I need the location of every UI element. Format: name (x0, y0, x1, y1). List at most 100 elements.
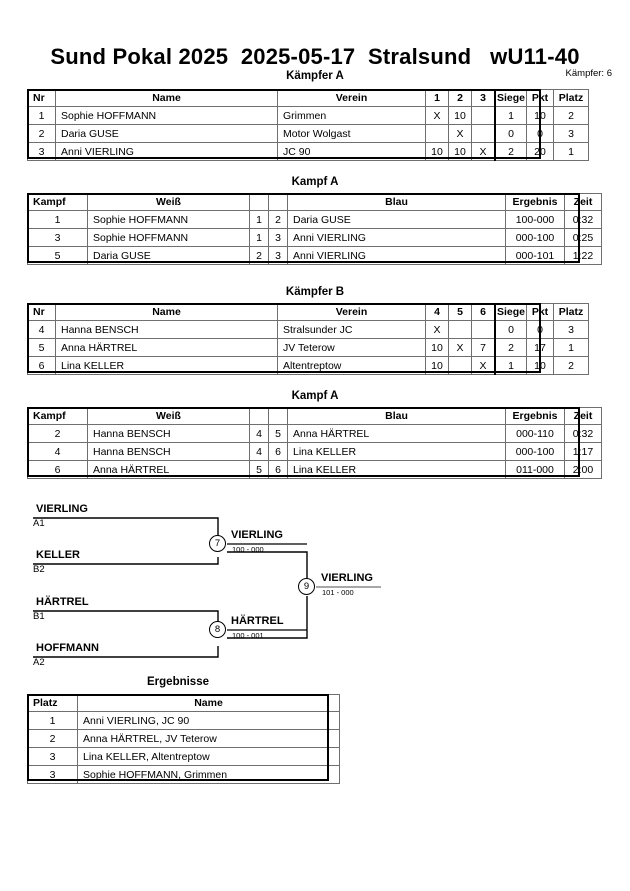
header-result: Ergebnis (505, 407, 565, 425)
header-place: Platz (553, 89, 589, 107)
cell-match-2: 10 (448, 142, 472, 161)
cell-white-nr: 4 (249, 424, 269, 443)
cell-nr: 4 (27, 320, 56, 339)
cell-match-1: 10 (425, 338, 449, 357)
cell-match-3 (471, 124, 496, 143)
pool-b-caption: Kämpfer B (285, 286, 345, 298)
pool-a-caption: Kämpfer A (286, 70, 344, 82)
cell-place: 3 (553, 124, 589, 143)
cell-fighter: Anni VIERLING, JC 90 (77, 711, 340, 730)
cell-nr: 2 (27, 124, 56, 143)
cell-white-nr: 1 (249, 210, 269, 229)
bracket-node-8: 8 (209, 621, 226, 638)
cell-blue-nr: 6 (268, 460, 288, 479)
header-white: Weiß (87, 407, 250, 425)
header-white-nr (249, 407, 269, 425)
cell-wins: 1 (494, 106, 527, 125)
cell-white-fighter: Sophie HOFFMANN (87, 210, 250, 229)
header-nr: Nr (27, 89, 56, 107)
cell-place: 2 (27, 729, 78, 748)
cell-match-3 (471, 320, 496, 339)
cell-match-2: X (448, 338, 472, 357)
header-time: Zeit (564, 193, 602, 211)
header-nr: Nr (27, 303, 56, 321)
cell-nr: 3 (27, 142, 56, 161)
table-header-row: Nr Name Verein 4 5 6 Siege Pkt Platz (27, 303, 589, 321)
page-title: Sund Pokal 2025 2025-05-17 Stralsund wU1… (50, 44, 580, 69)
bracket-sf7-winner: VIERLING (231, 529, 283, 541)
header-blue: Blau (287, 407, 506, 425)
cell-place: 2 (553, 106, 589, 125)
cell-match-3: X (471, 356, 496, 375)
cell-wins: 0 (494, 124, 527, 143)
cell-result: 000-110 (505, 424, 565, 443)
cell-match-number: 2 (27, 424, 88, 443)
cell-match-1: X (425, 106, 449, 125)
table-header-row: Kampf Weiß Blau Ergebnis Zeit (27, 407, 602, 425)
bracket-entrant-seed-1: B2 (33, 564, 45, 575)
bracket-entrant-seed-2: B1 (33, 611, 45, 622)
table-header-row: Platz Name (27, 694, 340, 712)
cell-match-2: X (448, 124, 472, 143)
cell-match-number: 1 (27, 210, 88, 229)
cell-nr: 5 (27, 338, 56, 357)
cell-match-number: 4 (27, 442, 88, 461)
header-op-5: 5 (448, 303, 472, 321)
cell-club: JC 90 (277, 142, 426, 161)
cell-name: Anna HÄRTREL (55, 338, 278, 357)
table-header-row: Kampf Weiß Blau Ergebnis Zeit (27, 193, 602, 211)
bracket-line-final-bottom (227, 596, 308, 639)
cell-time: 0:25 (564, 228, 602, 247)
header-place: Platz (27, 694, 78, 712)
cell-points: 10 (526, 356, 554, 375)
cell-blue-nr: 2 (268, 210, 288, 229)
cell-time: 0:32 (564, 210, 602, 229)
cell-time: 1:22 (564, 246, 602, 265)
cell-time: 0:32 (564, 424, 602, 443)
cell-white-nr: 1 (249, 228, 269, 247)
cell-wins: 2 (494, 142, 527, 161)
bracket-sf8-score: 100 - 001 (232, 631, 264, 640)
header-kampf: Kampf (27, 407, 88, 425)
cell-place: 3 (27, 747, 78, 766)
bracket-entrant-name-0: VIERLING (36, 503, 88, 515)
header-place: Platz (553, 303, 589, 321)
results-caption: Ergebnisse (147, 676, 209, 688)
header-wins: Siege (494, 303, 527, 321)
cell-club: Stralsunder JC (277, 320, 426, 339)
header-op-3: 3 (471, 89, 496, 107)
cell-place: 2 (553, 356, 589, 375)
cell-place: 1 (553, 142, 589, 161)
header-white: Weiß (87, 193, 250, 211)
cell-fighter: Lina KELLER, Altentreptow (77, 747, 340, 766)
cell-blue-fighter: Anni VIERLING (287, 246, 506, 265)
cell-match-1: X (425, 320, 449, 339)
cell-white-nr: 5 (249, 460, 269, 479)
header-op-4: 4 (425, 303, 449, 321)
cell-place: 3 (27, 765, 78, 784)
header-club: Verein (277, 303, 426, 321)
cell-white-nr: 4 (249, 442, 269, 461)
bracket-line-sf8-top (33, 610, 219, 630)
cell-blue-fighter: Anna HÄRTREL (287, 424, 506, 443)
cell-match-1 (425, 124, 449, 143)
cell-white-fighter: Anna HÄRTREL (87, 460, 250, 479)
cell-name: Hanna BENSCH (55, 320, 278, 339)
cell-wins: 0 (494, 320, 527, 339)
